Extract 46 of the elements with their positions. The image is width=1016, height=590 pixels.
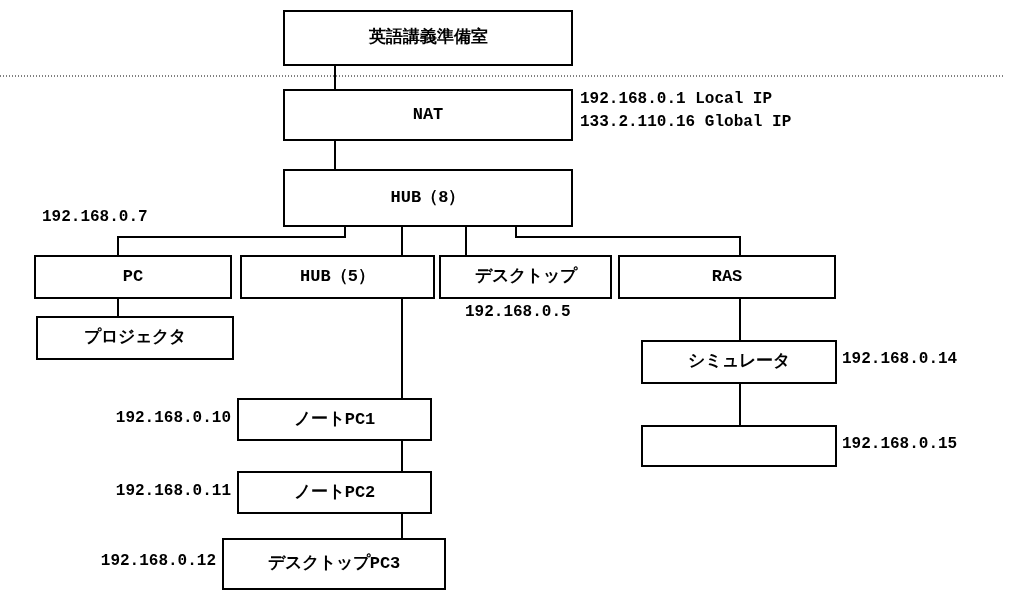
device-label: シミュレータ bbox=[688, 351, 790, 374]
ip-address-label: 192.168.0.7 bbox=[42, 207, 148, 227]
device-box bbox=[283, 89, 573, 141]
connector-line bbox=[739, 383, 741, 426]
ip-address-label: 192.168.0.10 bbox=[115, 408, 231, 428]
device-box bbox=[641, 340, 837, 384]
device-label: NAT bbox=[412, 104, 444, 127]
connector-line bbox=[117, 298, 119, 317]
ip-address-label: 192.168.0.15 bbox=[842, 434, 958, 454]
device-box bbox=[439, 255, 612, 299]
device-label: HUB（5） bbox=[300, 266, 375, 289]
device-label: PC bbox=[122, 266, 144, 289]
ip-address-label: 192.168.0.14 bbox=[842, 349, 958, 369]
ip-address-label: 192.168.0.1 Local IP bbox=[580, 89, 773, 109]
connector-line bbox=[401, 513, 403, 539]
connector-line bbox=[334, 140, 336, 170]
device-label: HUB（8） bbox=[390, 187, 466, 210]
device-label: RAS bbox=[711, 266, 743, 289]
device-box bbox=[222, 538, 446, 590]
device-box bbox=[237, 471, 432, 514]
connector-line bbox=[401, 226, 403, 256]
connector-line bbox=[739, 298, 741, 341]
ip-address-label: 133.2.110.16 Global IP bbox=[580, 112, 792, 132]
device-label: 英語講義準備室 bbox=[368, 26, 488, 50]
device-label: ノートPC1 bbox=[293, 408, 376, 431]
device-box bbox=[34, 255, 232, 299]
device-label: ノートPC2 bbox=[293, 481, 376, 504]
device-box bbox=[283, 10, 573, 66]
connector-line bbox=[117, 226, 346, 256]
device-label: デスクトップPC3 bbox=[267, 552, 401, 576]
device-box bbox=[618, 255, 836, 299]
ip-address-label: 192.168.0.12 bbox=[100, 551, 216, 571]
device-box bbox=[237, 398, 432, 441]
device-box bbox=[36, 316, 234, 360]
connector-line bbox=[401, 440, 403, 472]
device-box bbox=[283, 169, 573, 227]
ip-address-label: 192.168.0.11 bbox=[115, 481, 231, 501]
device-box bbox=[240, 255, 435, 299]
connector-line bbox=[515, 226, 741, 256]
connector-line bbox=[334, 65, 336, 90]
device-box bbox=[641, 425, 837, 467]
connector-line bbox=[401, 298, 403, 399]
device-label: デスクトップ bbox=[474, 265, 577, 289]
connector-line bbox=[465, 226, 467, 256]
device-label: プロジェクタ bbox=[84, 326, 186, 350]
ip-address-label: 192.168.0.5 bbox=[465, 302, 571, 322]
